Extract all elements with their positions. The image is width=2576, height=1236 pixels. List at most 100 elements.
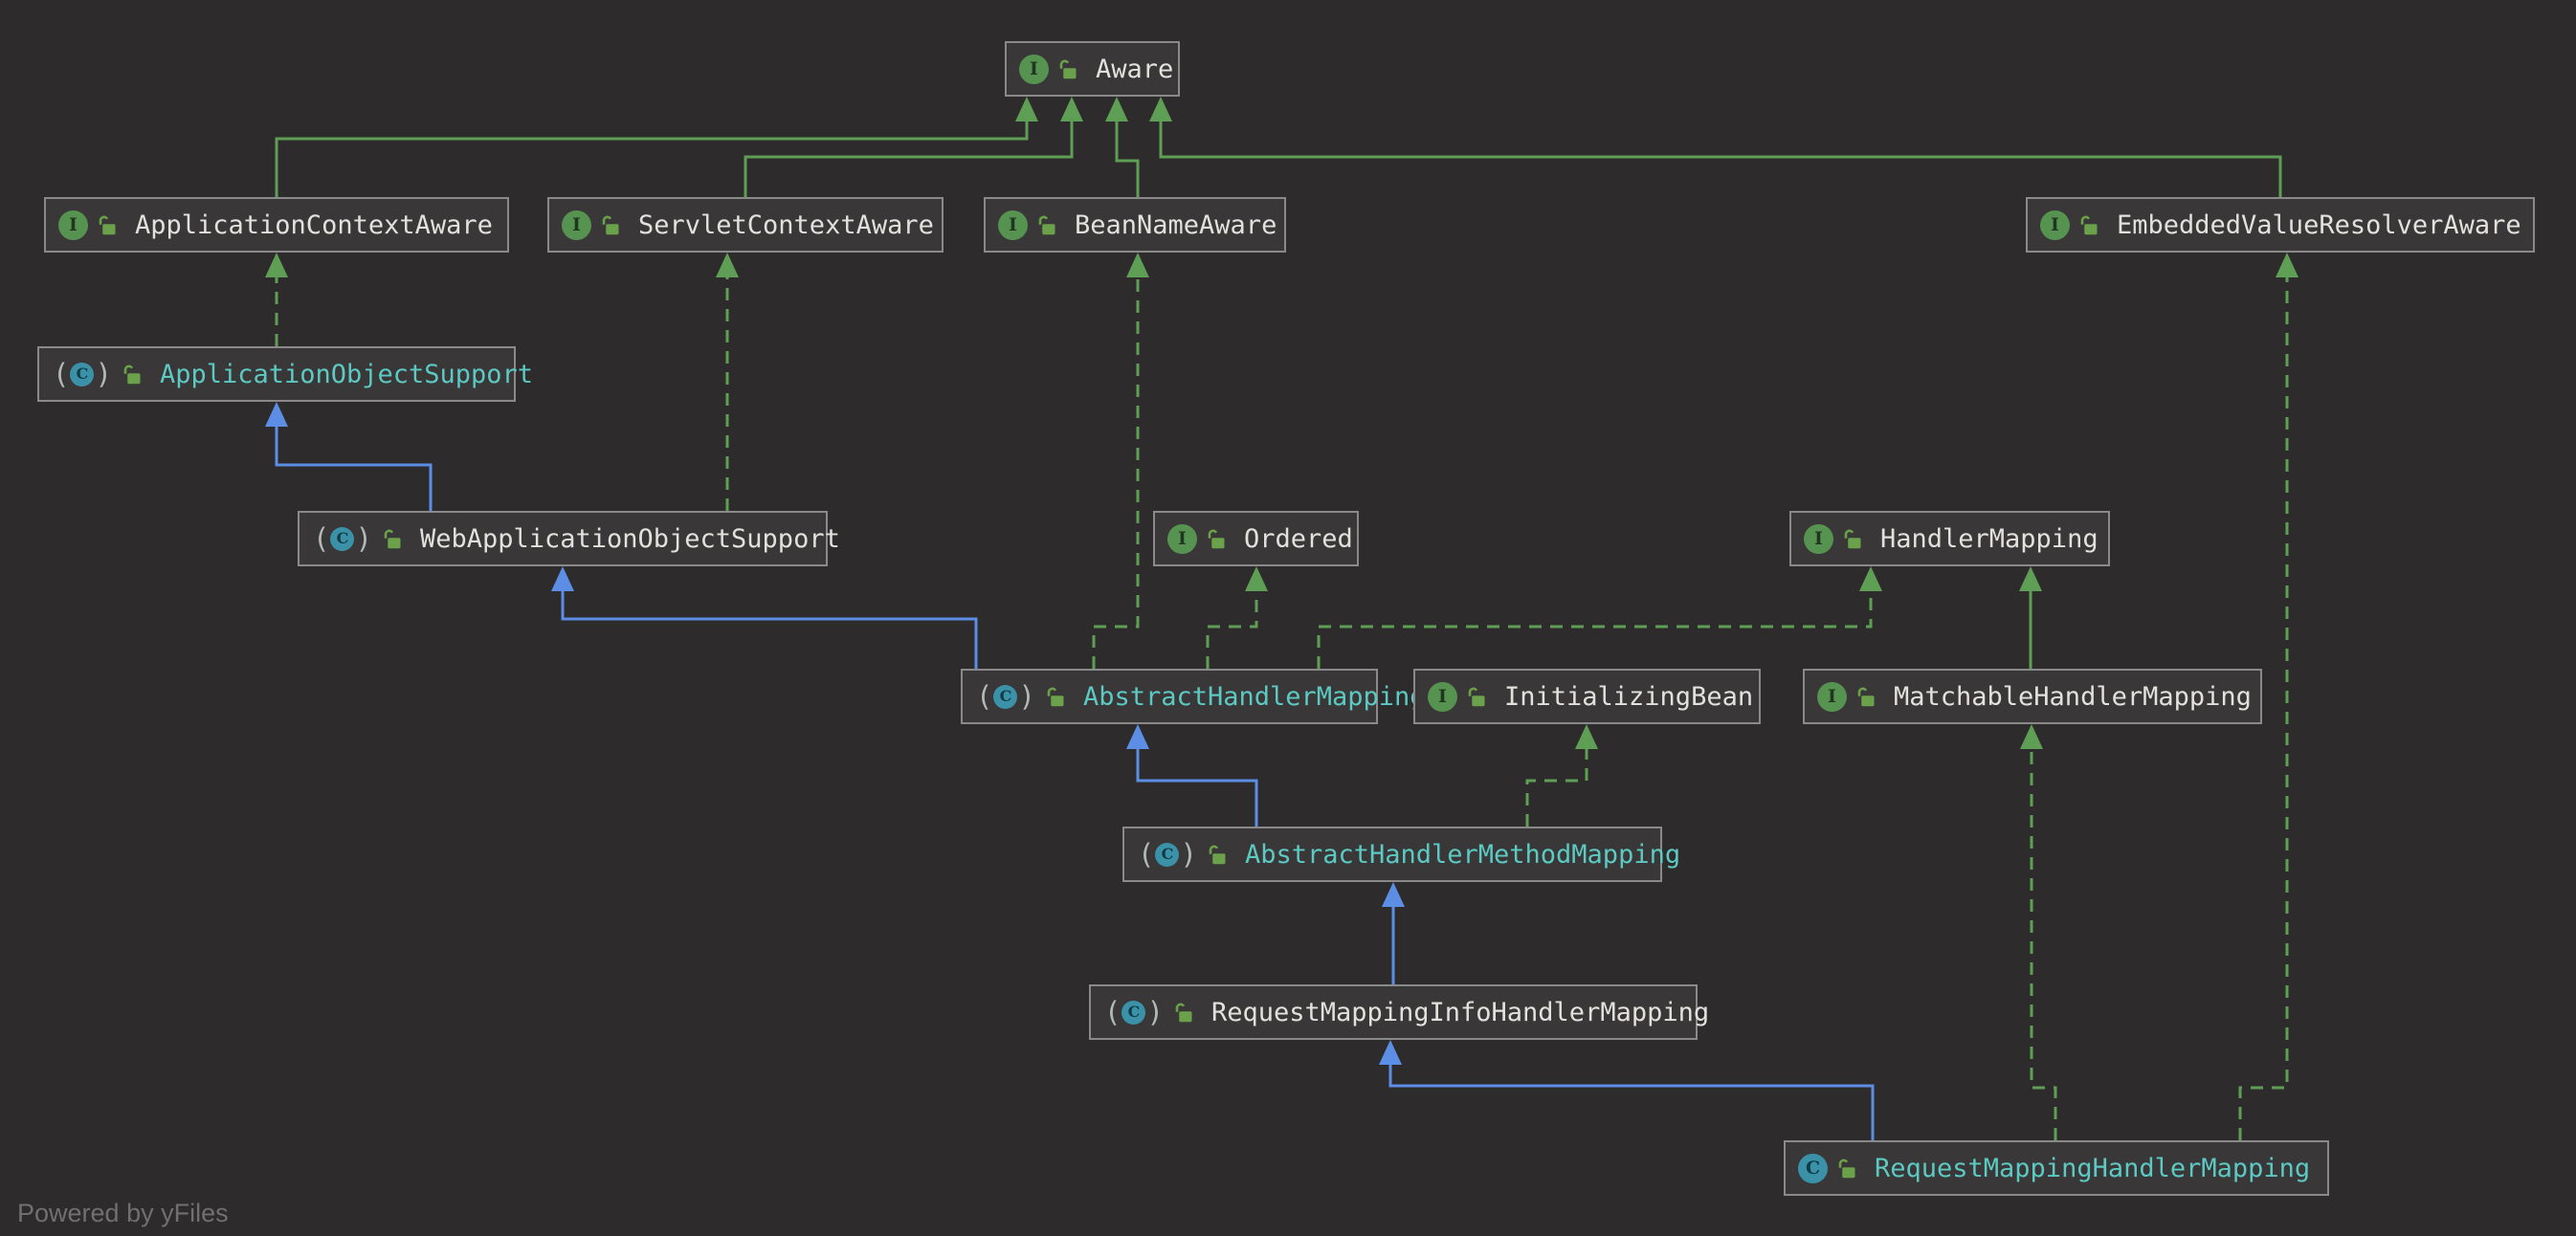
public-unlocked-icon: [1175, 1003, 1192, 1022]
edge-request-mapping-handler-mapping-implements-embedded-value-resolver-aware: [2238, 274, 2289, 1140]
node-label: HandlerMapping: [1880, 523, 2099, 554]
edge-request-mapping-handler-mapping-extends-class-request-mapping-info-handler-mapping: [1388, 1061, 1875, 1140]
node-icons: I: [58, 210, 119, 240]
node-label: BeanNameAware: [1075, 210, 1277, 240]
public-unlocked-icon: [1857, 687, 1875, 706]
node-icons: I: [998, 210, 1058, 240]
node-icons: C: [1798, 1153, 1858, 1183]
edge-application-context-aware-extends-interface-aware: [275, 118, 1029, 197]
public-unlocked-icon: [123, 364, 141, 384]
arrowhead-abstract-handler-method-mapping-to-abstract-handler-mapping: [1126, 724, 1149, 749]
edge-bean-name-aware-extends-interface-aware: [1115, 118, 1140, 197]
abstract-class-icon: (C): [1138, 837, 1197, 871]
public-unlocked-icon: [1059, 59, 1077, 78]
node-label: AbstractHandlerMethodMapping: [1244, 839, 1681, 870]
public-unlocked-icon: [602, 215, 619, 234]
node-icons: (C): [975, 679, 1067, 713]
node-label: InitializingBean: [1504, 681, 1754, 712]
edge-request-mapping-handler-mapping-implements-matchable-handler-mapping: [2030, 745, 2057, 1140]
public-unlocked-icon: [1209, 845, 1226, 864]
class-icon: C: [1798, 1153, 1828, 1183]
edge-abstract-handler-method-mapping-extends-class-abstract-handler-mapping: [1136, 745, 1258, 827]
node-aware[interactable]: I Aware: [1005, 41, 1180, 97]
public-unlocked-icon: [1208, 529, 1225, 548]
edge-servlet-context-aware-extends-interface-aware: [744, 118, 1074, 197]
node-web-application-object-support[interactable]: (C) WebApplicationObjectSupport: [298, 511, 840, 566]
node-abstract-handler-mapping[interactable]: (C) AbstractHandlerMapping: [961, 669, 1426, 724]
node-icons: I: [1167, 523, 1228, 554]
node-icons: (C): [1103, 995, 1195, 1028]
arrowhead-abstract-handler-mapping-to-ordered: [1245, 566, 1268, 591]
node-label: ApplicationObjectSupport: [159, 359, 534, 389]
interface-icon: I: [1817, 681, 1847, 712]
abstract-class-icon: (C): [976, 679, 1035, 713]
node-label: Ordered: [1244, 523, 1353, 554]
node-label: RequestMappingHandlerMapping: [1875, 1153, 2311, 1183]
edge-abstract-handler-mapping-implements-handler-mapping: [1317, 587, 1873, 669]
interface-icon: I: [2040, 210, 2070, 240]
arrowhead-web-application-object-support-to-servlet-context-aware: [716, 253, 739, 277]
public-unlocked-icon: [384, 529, 401, 548]
interface-icon: I: [998, 210, 1028, 240]
arrowhead-application-context-aware-to-aware: [1015, 97, 1038, 121]
node-icons: (C): [1137, 837, 1229, 871]
edge-abstract-handler-method-mapping-implements-initializing-bean: [1525, 745, 1588, 827]
abstract-class-icon: (C): [1104, 995, 1164, 1028]
yfiles-watermark: Powered by yFiles: [17, 1199, 229, 1227]
arrowhead-abstract-handler-mapping-to-handler-mapping: [1859, 566, 1882, 591]
node-servlet-context-aware[interactable]: I ServletContextAware: [547, 197, 944, 253]
node-label: RequestMappingInfoHandlerMapping: [1210, 997, 1710, 1027]
public-unlocked-icon: [1468, 687, 1485, 706]
node-bean-name-aware[interactable]: I BeanNameAware: [984, 197, 1286, 253]
node-application-object-support[interactable]: (C) ApplicationObjectSupport: [37, 346, 533, 402]
node-label: EmbeddedValueResolverAware: [2117, 210, 2521, 240]
node-icons: (C): [52, 360, 144, 388]
node-matchable-handler-mapping[interactable]: I MatchableHandlerMapping: [1803, 669, 2262, 724]
edge-abstract-handler-mapping-extends-class-web-application-object-support: [561, 587, 978, 669]
node-label: AbstractHandlerMapping: [1082, 681, 1426, 712]
node-icons: I: [2040, 210, 2100, 240]
arrowhead-abstract-handler-mapping-to-web-application-object-support: [551, 566, 574, 591]
node-icons: I: [562, 210, 622, 240]
node-handler-mapping[interactable]: I HandlerMapping: [1789, 511, 2110, 566]
node-embedded-value-resolver-aware[interactable]: I EmbeddedValueResolverAware: [2026, 197, 2535, 253]
interface-icon: I: [58, 210, 88, 240]
node-abstract-handler-method-mapping[interactable]: (C) AbstractHandlerMethodMapping: [1122, 827, 1680, 882]
public-unlocked-icon: [1047, 687, 1064, 706]
node-initializing-bean[interactable]: I InitializingBean: [1413, 669, 1761, 724]
node-request-mapping-info-handler-mapping[interactable]: (C) RequestMappingInfoHandlerMapping: [1089, 984, 1709, 1040]
public-unlocked-icon: [99, 215, 116, 234]
arrowhead-request-mapping-handler-mapping-to-matchable-handler-mapping: [2020, 724, 2043, 749]
interface-icon: I: [1167, 523, 1197, 554]
edge-abstract-handler-mapping-implements-bean-name-aware: [1092, 274, 1140, 669]
node-label: WebApplicationObjectSupport: [419, 523, 840, 554]
node-request-mapping-handler-mapping[interactable]: C RequestMappingHandlerMapping: [1784, 1140, 2329, 1196]
arrowhead-bean-name-aware-to-aware: [1105, 97, 1128, 121]
node-label: Aware: [1096, 54, 1174, 84]
edge-embedded-value-resolver-aware-extends-interface-aware: [1159, 118, 2282, 197]
node-icons: I: [1428, 681, 1488, 712]
arrowhead-embedded-value-resolver-aware-to-aware: [1149, 97, 1172, 121]
node-icons: I: [1019, 54, 1079, 84]
node-icons: (C): [312, 521, 404, 555]
arrowhead-request-mapping-handler-mapping-to-request-mapping-info-handler-mapping: [1379, 1040, 1402, 1065]
interface-icon: I: [562, 210, 591, 240]
node-label: MatchableHandlerMapping: [1894, 681, 2252, 712]
node-label: ServletContextAware: [638, 210, 934, 240]
interface-icon: I: [1019, 54, 1049, 84]
public-unlocked-icon: [1844, 529, 1861, 548]
abstract-class-icon: (C): [313, 521, 372, 555]
arrowhead-application-object-support-to-application-context-aware: [265, 253, 288, 277]
arrowhead-matchable-handler-mapping-to-handler-mapping: [2019, 566, 2042, 591]
node-ordered[interactable]: I Ordered: [1153, 511, 1359, 566]
arrowhead-abstract-handler-mapping-to-bean-name-aware: [1126, 253, 1149, 277]
interface-icon: I: [1804, 523, 1833, 554]
edge-web-application-object-support-extends-class-application-object-support: [275, 423, 433, 511]
node-icons: I: [1804, 523, 1864, 554]
arrowhead-request-mapping-handler-mapping-to-embedded-value-resolver-aware: [2276, 253, 2298, 277]
arrowhead-abstract-handler-method-mapping-to-initializing-bean: [1575, 724, 1598, 749]
interface-icon: I: [1428, 681, 1457, 712]
